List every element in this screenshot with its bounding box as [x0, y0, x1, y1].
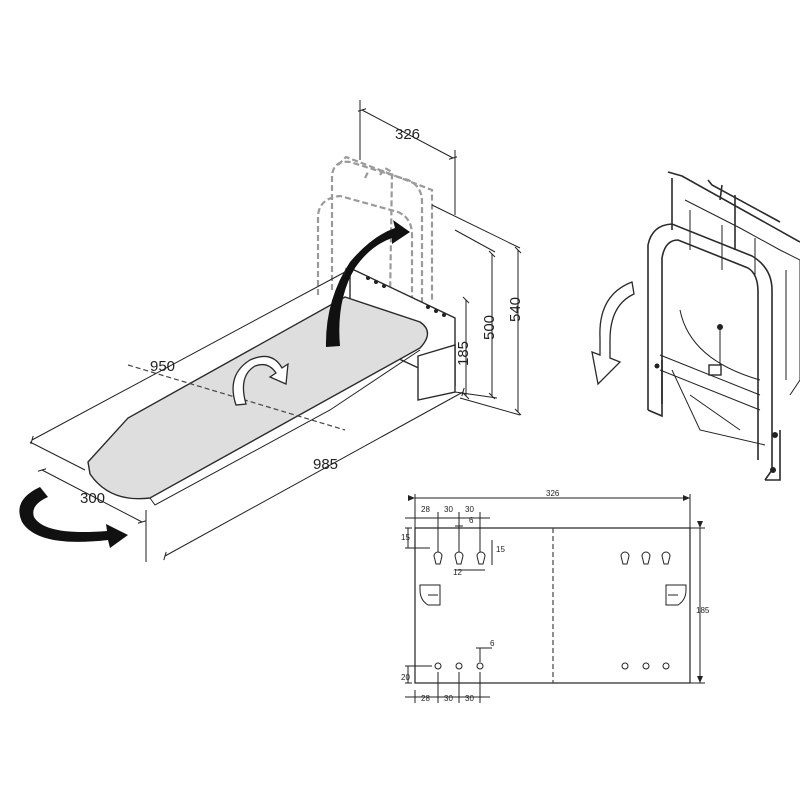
keyhole-slots-right	[620, 551, 671, 565]
keyhole-slots-left	[433, 551, 486, 565]
plate-dim-30-top-2: 30	[465, 505, 474, 514]
dimension-lines	[29, 100, 522, 562]
plate-dim-30-bottom-1: 30	[444, 694, 453, 703]
dim-185: 185	[455, 341, 472, 366]
plate-dim-15-left: 15	[401, 533, 410, 542]
fold-down-arrow-icon	[591, 281, 635, 386]
plate-dim-15-right: 15	[496, 545, 505, 554]
dim-540: 540	[507, 297, 524, 322]
plate-dim-28-top: 28	[421, 505, 430, 514]
dim-950: 950	[150, 358, 175, 375]
plate-dim-30-bottom-2: 30	[465, 694, 474, 703]
perspective-view: 326 950 985 300 540 500 185	[19, 100, 524, 562]
folded-frame-ghost	[316, 155, 434, 310]
plate-dim-6-top: 6	[469, 516, 474, 525]
plate-dimension-lines	[405, 494, 705, 703]
plate-dim-185: 185	[696, 606, 710, 615]
plate-dim-30-top-1: 30	[444, 505, 453, 514]
plate-dim-28-bottom: 28	[421, 694, 430, 703]
dim-985: 985	[313, 456, 338, 473]
dim-500: 500	[481, 315, 498, 340]
ironing-board	[87, 296, 429, 506]
plate-dim-326: 326	[546, 489, 560, 498]
bottom-holes	[434, 662, 670, 670]
plate-dim-6-bottom: 6	[490, 639, 495, 648]
dim-326-top: 326	[395, 126, 420, 143]
folded-board-view	[591, 171, 800, 481]
hook-left	[419, 584, 441, 606]
plate-dim-20: 20	[401, 673, 410, 682]
swivel-arrow-icon	[19, 487, 128, 548]
plate-dim-12: 12	[453, 568, 462, 577]
hook-right	[665, 584, 687, 606]
dim-300: 300	[80, 490, 105, 507]
mounting-plate-view: 326 28 30 30 6 15 15 12 185 6 20 28 30 3…	[401, 489, 710, 703]
